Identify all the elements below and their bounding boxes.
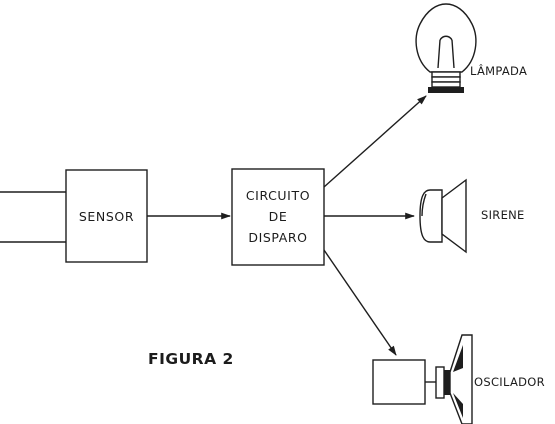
sensor-label: SENSOR: [79, 209, 134, 224]
trigger-to-lamp-arrow: [324, 96, 426, 187]
trigger-to-oscillator-arrow: [324, 250, 396, 355]
trigger-label-line1: CIRCUITO: [246, 188, 310, 203]
trigger-circuit-block: CIRCUITO DE DISPARO: [232, 169, 324, 265]
lamp-label: LÂMPADA: [470, 63, 527, 78]
trigger-label-line3: DISPARO: [248, 230, 307, 245]
siren-label: SIRENE: [481, 208, 525, 222]
speaker-icon: [436, 335, 472, 424]
siren-icon: [420, 180, 466, 252]
oscillator-label: OSCILADOR: [474, 375, 545, 389]
figure-caption: FIGURA 2: [148, 350, 234, 368]
lamp-icon: [416, 4, 476, 93]
trigger-label-line2: DE: [269, 209, 288, 224]
oscillator-block: [373, 360, 425, 404]
sensor-block: SENSOR: [66, 170, 147, 262]
